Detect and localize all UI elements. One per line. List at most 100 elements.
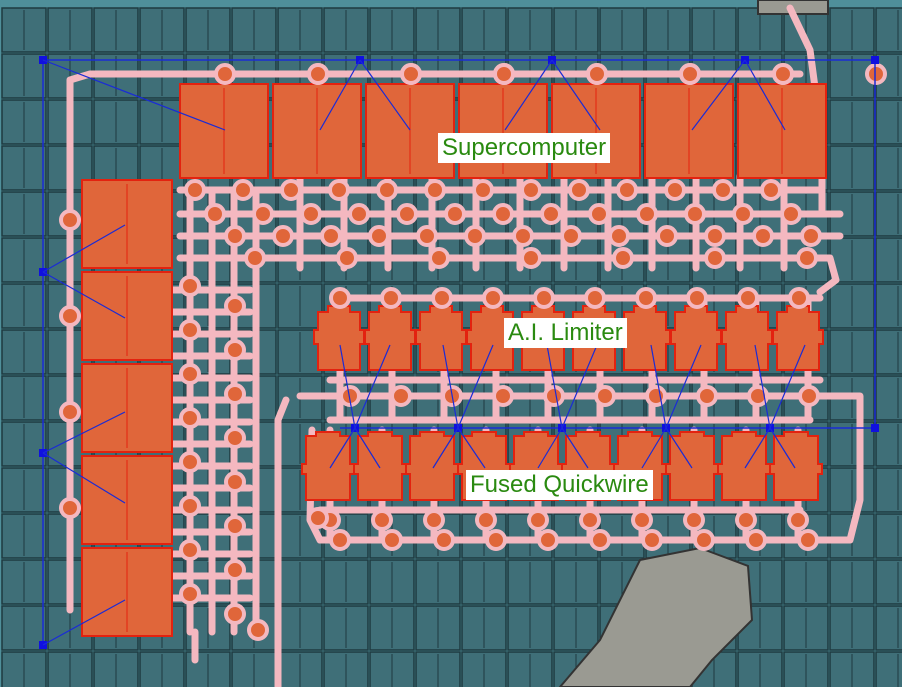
splitter	[435, 531, 453, 549]
splitter	[798, 249, 816, 267]
splitter	[226, 517, 244, 535]
splitter	[514, 227, 532, 245]
splitter	[226, 605, 244, 623]
splitter	[186, 181, 204, 199]
constructor	[620, 306, 670, 370]
splitter	[226, 561, 244, 579]
constructor	[314, 306, 364, 370]
splitter	[637, 289, 655, 307]
constructor	[365, 306, 415, 370]
splitter	[774, 65, 792, 83]
splitter	[633, 511, 651, 529]
splitter	[466, 227, 484, 245]
splitter	[495, 65, 513, 83]
splitter	[698, 387, 716, 405]
splitter	[234, 181, 252, 199]
splitter	[181, 409, 199, 427]
splitter	[61, 499, 79, 517]
splitter	[246, 249, 264, 267]
splitter	[681, 65, 699, 83]
assembler	[718, 432, 770, 500]
splitter	[392, 387, 410, 405]
splitter	[309, 65, 327, 83]
splitter	[226, 473, 244, 491]
splitter	[522, 249, 540, 267]
splitter	[686, 205, 704, 223]
splitter	[643, 531, 661, 549]
splitter	[426, 181, 444, 199]
splitter	[226, 429, 244, 447]
splitter	[249, 621, 267, 639]
splitter	[226, 385, 244, 403]
label-ai-limiter: A.I. Limiter	[504, 318, 627, 348]
splitter	[322, 227, 340, 245]
splitter	[402, 65, 420, 83]
splitter	[522, 181, 540, 199]
constructor	[671, 306, 721, 370]
label-supercomputer: Supercomputer	[438, 133, 610, 163]
splitter	[618, 181, 636, 199]
splitter	[638, 205, 656, 223]
splitter	[545, 387, 563, 405]
splitter	[331, 289, 349, 307]
splitter	[254, 205, 272, 223]
splitter	[181, 365, 199, 383]
splitter	[799, 531, 817, 549]
splitter	[331, 531, 349, 549]
splitter	[590, 205, 608, 223]
splitter	[542, 205, 560, 223]
splitter	[181, 541, 199, 559]
splitter	[181, 453, 199, 471]
splitter	[430, 249, 448, 267]
splitter	[562, 227, 580, 245]
splitter	[61, 211, 79, 229]
splitter	[570, 181, 588, 199]
splitter	[418, 227, 436, 245]
splitter	[802, 227, 820, 245]
splitter	[61, 403, 79, 421]
splitter	[487, 531, 505, 549]
splitter	[591, 531, 609, 549]
assembler	[770, 432, 822, 500]
splitter	[181, 585, 199, 603]
splitter	[529, 511, 547, 529]
splitter	[378, 181, 396, 199]
splitter	[714, 181, 732, 199]
splitter	[539, 531, 557, 549]
splitter	[789, 511, 807, 529]
splitter	[181, 321, 199, 339]
assembler	[666, 432, 718, 500]
splitter	[398, 205, 416, 223]
splitter	[425, 511, 443, 529]
splitter	[790, 289, 808, 307]
splitter	[477, 511, 495, 529]
splitter	[370, 227, 388, 245]
splitter	[647, 387, 665, 405]
splitter	[610, 227, 628, 245]
splitter	[350, 205, 368, 223]
power-pole	[871, 56, 879, 64]
splitter	[226, 341, 244, 359]
splitter	[216, 65, 234, 83]
splitter	[685, 511, 703, 529]
splitter	[614, 249, 632, 267]
assembler	[406, 432, 458, 500]
splitter	[782, 205, 800, 223]
splitter	[695, 531, 713, 549]
splitter	[382, 289, 400, 307]
splitter	[446, 205, 464, 223]
splitter	[754, 227, 772, 245]
splitter	[433, 289, 451, 307]
splitter	[688, 289, 706, 307]
splitter	[484, 289, 502, 307]
constructor	[416, 306, 466, 370]
splitter	[274, 227, 292, 245]
splitter	[302, 205, 320, 223]
splitter	[596, 387, 614, 405]
splitter	[494, 387, 512, 405]
splitter	[61, 307, 79, 325]
splitter	[734, 205, 752, 223]
assembler	[354, 432, 406, 500]
splitter	[588, 65, 606, 83]
